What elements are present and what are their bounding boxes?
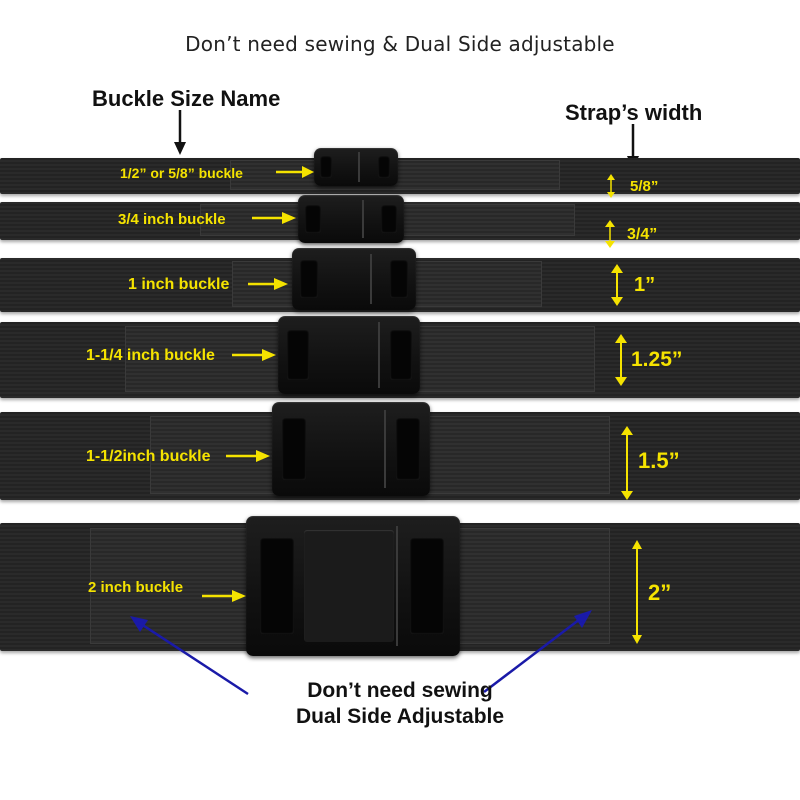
yellow-arrow-icon: [248, 278, 288, 290]
buckle-1-25: [278, 316, 420, 394]
down-arrow-icon: [174, 110, 186, 155]
image-title: Don’t need sewing & Dual Side adjustable: [185, 32, 615, 56]
width-double-arrow-icon: [615, 334, 627, 386]
yellow-arrow-icon: [226, 450, 270, 462]
yellow-arrow-icon: [276, 166, 314, 178]
width-label-5-8: 5/8”: [630, 178, 659, 195]
strap-width-heading: Strap’s width: [565, 100, 703, 125]
width-double-arrow-icon: [605, 220, 615, 248]
width-label-2: 2”: [648, 580, 672, 605]
buckle-3-4: [298, 195, 404, 243]
buckle-1-5: [272, 402, 430, 496]
buckle-1: [292, 248, 416, 310]
width-label-1-25: 1.25”: [631, 348, 683, 371]
buckle-label-3-4: 3/4 inch buckle: [118, 211, 226, 228]
width-label-3-4: 3/4”: [627, 226, 658, 243]
buckle-label-5-8: 1/2” or 5/8” buckle: [120, 165, 243, 181]
buckle-size-heading: Buckle Size Name: [92, 86, 281, 111]
buckle-label-1: 1 inch buckle: [128, 276, 230, 293]
yellow-arrow-icon: [252, 212, 296, 224]
buckle-label-2: 2 inch buckle: [88, 579, 184, 596]
width-double-arrow-icon: [621, 426, 633, 500]
buckle-label-1-25: 1-1/4 inch buckle: [86, 347, 215, 364]
width-double-arrow-icon: [607, 174, 615, 198]
footer-line-1: Don’t need sewing: [307, 679, 493, 702]
width-label-1-5: 1.5”: [638, 448, 680, 473]
footer-line-2: Dual Side Adjustable: [295, 705, 505, 728]
buckle-2: [246, 516, 460, 656]
width-double-arrow-icon: [632, 540, 642, 644]
width-label-1: 1”: [634, 274, 656, 296]
yellow-arrow-icon: [202, 590, 246, 602]
yellow-arrow-icon: [232, 349, 276, 361]
buckle-label-1-5: 1-1/2inch buckle: [86, 448, 211, 465]
width-double-arrow-icon: [611, 264, 623, 306]
buckle-5-8: [314, 148, 398, 186]
